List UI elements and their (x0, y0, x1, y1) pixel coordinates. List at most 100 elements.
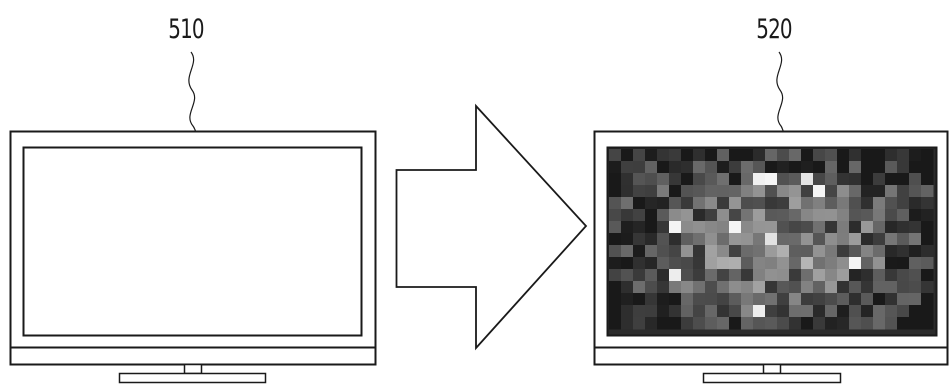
noise-cell (825, 161, 838, 174)
noise-cell (813, 233, 826, 246)
noise-cell (909, 185, 922, 198)
noise-cell (801, 197, 814, 210)
noise-cell (801, 269, 814, 282)
noise-cell (909, 209, 922, 222)
noise-cell (609, 317, 622, 330)
noise-cell (729, 173, 742, 186)
noise-cell (609, 233, 622, 246)
noise-cell (753, 161, 766, 174)
noise-cell (873, 173, 886, 186)
noise-cell (681, 185, 694, 198)
noise-cell (753, 173, 766, 186)
noise-cell (765, 305, 778, 318)
noise-cell (885, 269, 898, 282)
noise-cell (801, 233, 814, 246)
noise-cell (777, 209, 790, 222)
noise-cell (813, 197, 826, 210)
tv-520-base-band (593, 346, 949, 366)
noise-cell (705, 149, 718, 162)
noise-cell (801, 257, 814, 270)
noise-cell (885, 245, 898, 258)
noise-cell (789, 197, 802, 210)
noise-cell (717, 269, 730, 282)
noise-cell (633, 269, 646, 282)
tv-520-screen (606, 146, 938, 337)
noise-cell (657, 185, 670, 198)
noise-cell (837, 233, 850, 246)
noise-cell (741, 305, 754, 318)
noise-cell (813, 149, 826, 162)
noise-cell (669, 233, 682, 246)
noise-cell (921, 245, 934, 258)
noise-cell (837, 305, 850, 318)
noise-cell (765, 185, 778, 198)
noise-cell (789, 269, 802, 282)
noise-cell (753, 269, 766, 282)
noise-cell (741, 233, 754, 246)
noise-cell (741, 197, 754, 210)
noise-cell (873, 221, 886, 234)
noise-cell (897, 209, 910, 222)
noise-cell (681, 161, 694, 174)
tv-510-neck (183, 363, 203, 375)
noise-cell (921, 149, 934, 162)
noise-cell (873, 149, 886, 162)
noise-cell (897, 257, 910, 270)
noise-cell (693, 293, 706, 306)
noise-cell (885, 281, 898, 294)
noise-cell (909, 173, 922, 186)
noise-cell (765, 257, 778, 270)
noise-cell (645, 197, 658, 210)
noise-cell (777, 257, 790, 270)
noise-cell (813, 209, 826, 222)
noise-cell (789, 281, 802, 294)
noise-cell (837, 209, 850, 222)
noise-cell (861, 317, 874, 330)
noise-cell (645, 281, 658, 294)
noise-cell (909, 269, 922, 282)
noise-cell (765, 197, 778, 210)
noise-cell (681, 149, 694, 162)
noise-cell (861, 245, 874, 258)
noise-cell (753, 281, 766, 294)
noise-cell (753, 209, 766, 222)
noise-cell (849, 161, 862, 174)
noise-cell (873, 161, 886, 174)
noise-cell (645, 269, 658, 282)
noise-cell (789, 173, 802, 186)
noise-cell (609, 245, 622, 258)
noise-cell (921, 197, 934, 210)
noise-cell (777, 173, 790, 186)
noise-cell (669, 185, 682, 198)
noise-cell (693, 269, 706, 282)
noise-cell (645, 161, 658, 174)
noise-cell (693, 185, 706, 198)
noise-cell (801, 305, 814, 318)
noise-cell (849, 209, 862, 222)
noise-cell (669, 173, 682, 186)
noise-cell (849, 269, 862, 282)
noise-cell (621, 173, 634, 186)
noise-cell (657, 269, 670, 282)
noise-cell (909, 245, 922, 258)
noise-cell (921, 161, 934, 174)
noise-cell (849, 245, 862, 258)
noise-cell (645, 233, 658, 246)
noise-cell (861, 257, 874, 270)
noise-cell (705, 173, 718, 186)
noise-cell (861, 305, 874, 318)
noise-cell (657, 233, 670, 246)
noise-cell (621, 209, 634, 222)
noise-cell (633, 197, 646, 210)
noise-cell (741, 149, 754, 162)
noise-cell (705, 209, 718, 222)
noise-cell (681, 233, 694, 246)
noise-cell (609, 161, 622, 174)
noise-cell (801, 161, 814, 174)
noise-cell (621, 257, 634, 270)
noise-cell (777, 149, 790, 162)
noise-cell (741, 269, 754, 282)
noise-cell (873, 233, 886, 246)
noise-cell (813, 161, 826, 174)
noise-cell (705, 161, 718, 174)
